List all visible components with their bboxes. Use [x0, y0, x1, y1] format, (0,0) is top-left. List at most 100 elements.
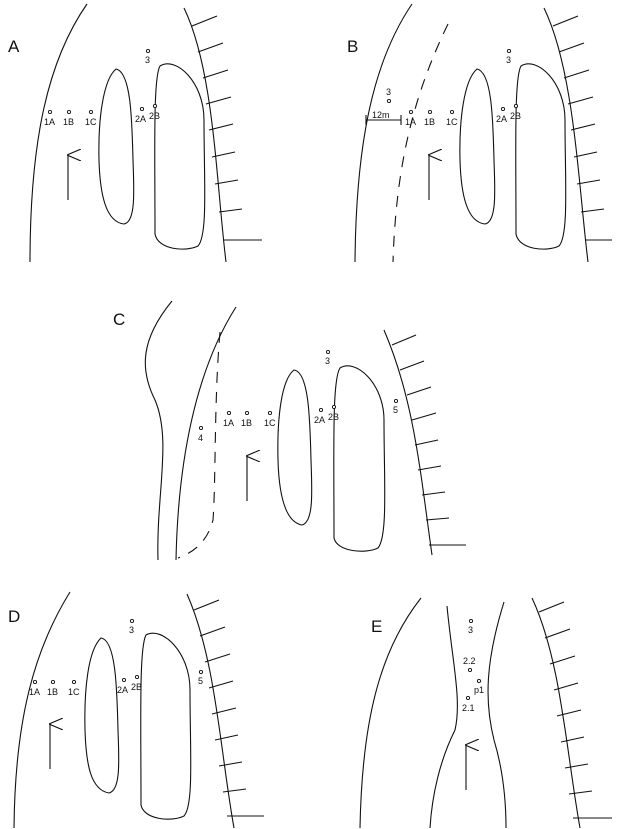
bank-hatching — [191, 15, 262, 241]
island-right — [140, 632, 192, 820]
bank-hatching — [391, 334, 466, 546]
site-label-1c: 1C — [264, 418, 276, 428]
site-dot — [226, 410, 232, 416]
island-right — [515, 63, 567, 250]
site-dot — [267, 410, 273, 416]
site-dot — [506, 48, 512, 54]
panel-a: A 1A 1B 1C 2A 2B 3 — [8, 3, 262, 263]
site-label-4: 4 — [198, 433, 203, 443]
site-label-2b: 2B — [328, 412, 339, 422]
far-left-bank — [144, 300, 173, 561]
left-bank — [354, 3, 413, 263]
bank-hatching — [538, 601, 612, 819]
site-label-2a: 2A — [135, 114, 146, 124]
site-dot — [198, 669, 204, 675]
site-dot — [318, 407, 324, 413]
site-dot — [331, 404, 337, 410]
panel-letter-b: B — [347, 37, 358, 56]
site-dot — [467, 667, 473, 673]
channel-right-edge — [487, 601, 507, 829]
site-label-3: 3 — [506, 55, 511, 65]
site-label-2a: 2A — [496, 114, 507, 124]
channel-margin-dashed — [177, 331, 221, 559]
distance-marker: 12m — [365, 110, 402, 125]
site-dot — [139, 106, 145, 112]
site-dot — [325, 349, 331, 355]
site-label-p1: p1 — [474, 685, 484, 695]
site-dot — [244, 410, 250, 416]
island-left — [98, 68, 135, 225]
site-dot — [393, 398, 399, 404]
site-dot — [386, 98, 392, 104]
site-label-2-1: 2.1 — [462, 703, 475, 713]
site-label-1a: 1A — [44, 117, 55, 127]
island-right — [154, 63, 206, 250]
site-label-1c: 1C — [446, 117, 458, 127]
site-label-1a: 1A — [405, 117, 416, 127]
panel-letter-e: E — [371, 617, 382, 636]
site-label-1b: 1B — [241, 418, 252, 428]
site-label-3: 3 — [145, 55, 150, 65]
site-dot — [476, 678, 482, 684]
site-label-3: 3 — [468, 625, 473, 635]
panel-letter-a: A — [8, 37, 20, 56]
site-dot — [468, 618, 474, 624]
bank-hatching — [552, 15, 612, 241]
panel-e: E 3 2.2 p1 2.1 — [359, 597, 612, 829]
site-dot — [134, 674, 140, 680]
site-label-2a: 2A — [117, 685, 128, 695]
site-dot — [32, 679, 38, 685]
site-label-1b: 1B — [63, 117, 74, 127]
left-bank — [359, 597, 422, 829]
site-label-2b: 2B — [510, 111, 521, 121]
site-label-1b: 1B — [424, 117, 435, 127]
panel-b: B 12m 1A 1B 1C — [347, 3, 612, 263]
site-label-5: 5 — [393, 405, 398, 415]
right-bank — [531, 597, 581, 829]
island-left — [459, 68, 496, 225]
site-label-1c: 1C — [68, 687, 80, 697]
site-label-2a: 2A — [314, 415, 325, 425]
panel-d: D 1A 1B 1C 2A 2B 3 — [8, 591, 264, 829]
panel-letter-c: C — [113, 310, 125, 329]
island-left — [277, 369, 313, 526]
right-bank — [183, 7, 227, 263]
site-label-2b: 2B — [149, 111, 160, 121]
site-dot — [121, 677, 127, 683]
island-left — [84, 637, 120, 794]
right-bank — [383, 329, 433, 556]
bank-hatching — [193, 599, 264, 817]
left-bank — [13, 591, 71, 829]
site-dot — [66, 109, 72, 115]
site-dot — [152, 103, 158, 109]
panel-letter-d: D — [8, 607, 20, 626]
site-dot — [47, 109, 53, 115]
site-dot — [129, 618, 135, 624]
right-bank — [543, 7, 589, 263]
sampling-sites: 1A 1B 1C 2A 2B 3 — [44, 48, 160, 127]
site-dot — [465, 695, 471, 701]
sampling-sites: 1A 1B 1C 2A 2B 3 4 5 — [198, 349, 399, 443]
site-label-1a: 1A — [29, 687, 40, 697]
site-dot — [513, 103, 519, 109]
site-label-5: 5 — [198, 676, 203, 686]
right-bank — [186, 593, 235, 829]
site-dot — [198, 425, 204, 431]
site-label-3: 3 — [129, 625, 134, 635]
site-label-2-2: 2.2 — [463, 656, 476, 666]
channel-left-edge — [429, 605, 458, 829]
left-bank — [29, 3, 88, 263]
site-dot — [408, 109, 414, 115]
channel-margin-dashed — [392, 23, 449, 263]
panel-c: C 1A 1B 1C 2A 2B — [113, 300, 466, 561]
site-dot — [449, 109, 455, 115]
sampling-sites: 1A 1B 1C 2A 2B 3 5 — [29, 618, 204, 697]
site-label-1c: 1C — [85, 117, 97, 127]
distance-label: 12m — [372, 110, 390, 120]
site-dot — [145, 48, 151, 54]
site-dot — [71, 679, 77, 685]
sampling-sites: 1A 1B 1C 2A 2B 3 3 — [386, 48, 521, 127]
site-label-1a: 1A — [223, 418, 234, 428]
site-label-1b: 1B — [47, 687, 58, 697]
